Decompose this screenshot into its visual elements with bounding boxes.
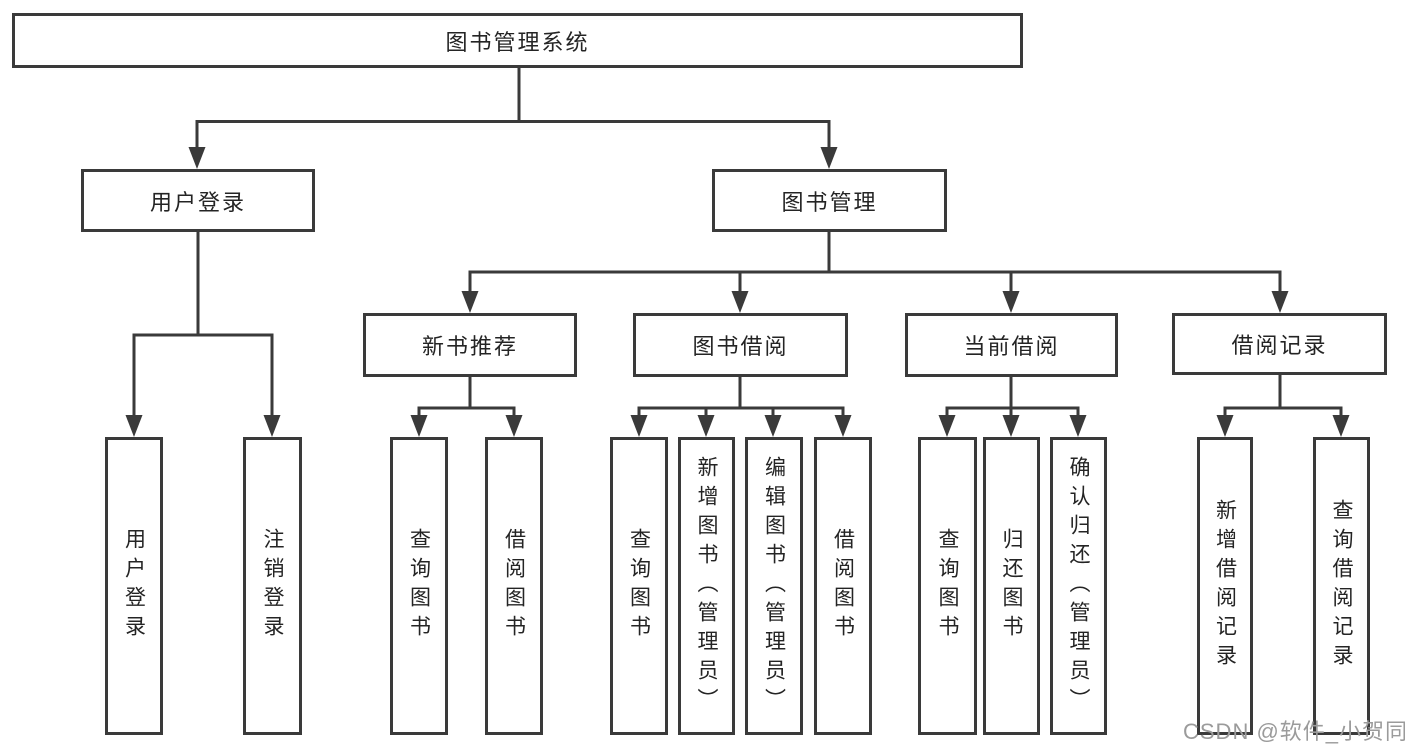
node-label: 图书管理 <box>781 189 878 215</box>
node-label: 查询图书 <box>936 528 959 644</box>
leaf-logout: 注销登录 <box>243 437 302 735</box>
node-label: 查询图书 <box>407 528 431 644</box>
node-library-system: 图书管理系统 <box>12 13 1023 68</box>
leaf-user-login: 用户登录 <box>105 437 163 735</box>
node-label: 新书推荐 <box>421 334 518 359</box>
leaf-query-books-current: 查询图书 <box>918 437 977 735</box>
watermark: CSDN @软件_小贺同学 <box>1183 719 1405 744</box>
node-label: 借阅图书 <box>502 528 526 644</box>
node-label: 新增图书（管理员） <box>695 455 718 717</box>
node-label: 图书借阅 <box>692 334 789 359</box>
node-user-login: 用户登录 <box>81 169 315 232</box>
node-label: 用户登录 <box>149 189 246 215</box>
node-label: 图书管理系统 <box>445 29 590 55</box>
leaf-confirm-return-admin: 确认归还（管理员） <box>1050 437 1107 735</box>
node-book-management: 图书管理 <box>712 169 947 232</box>
node-label: 查询图书 <box>627 528 651 644</box>
node-current-borrowing: 当前借阅 <box>905 313 1118 377</box>
leaf-query-books-borrowing: 查询图书 <box>610 437 668 735</box>
node-label: 归还图书 <box>1000 528 1023 644</box>
node-new-book-recommend: 新书推荐 <box>363 313 577 377</box>
node-label: 查询借阅记录 <box>1330 499 1353 673</box>
node-label: 编辑图书（管理员） <box>762 455 786 717</box>
leaf-query-borrow-record: 查询借阅记录 <box>1313 437 1370 735</box>
node-label: 确认归还（管理员） <box>1067 455 1090 717</box>
leaf-borrow-books-recommend: 借阅图书 <box>485 437 543 735</box>
node-label: 借阅图书 <box>831 528 855 644</box>
node-book-borrowing: 图书借阅 <box>633 313 848 377</box>
node-label: 用户登录 <box>122 528 146 644</box>
node-label: 新增借阅记录 <box>1213 499 1237 673</box>
leaf-add-borrow-record: 新增借阅记录 <box>1197 437 1253 735</box>
node-label: 注销登录 <box>261 528 284 644</box>
leaf-add-book-admin: 新增图书（管理员） <box>678 437 735 735</box>
leaf-query-books-recommend: 查询图书 <box>390 437 448 735</box>
node-borrow-records: 借阅记录 <box>1172 313 1387 375</box>
leaf-edit-book-admin: 编辑图书（管理员） <box>745 437 803 735</box>
node-label: 借阅记录 <box>1231 333 1328 358</box>
node-label: 当前借阅 <box>963 334 1060 359</box>
leaf-return-book: 归还图书 <box>983 437 1040 735</box>
leaf-borrow-books-borrowing: 借阅图书 <box>814 437 872 735</box>
